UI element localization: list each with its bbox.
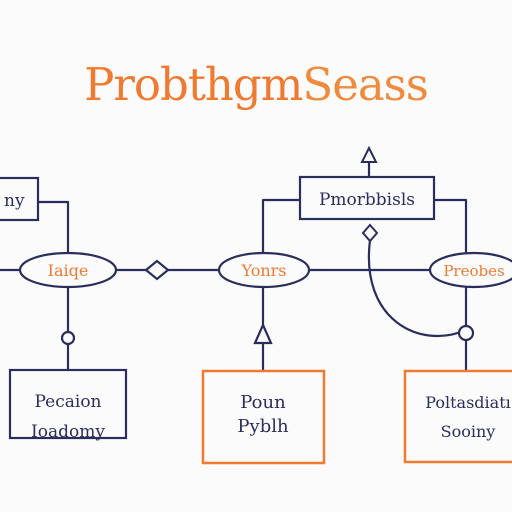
box-bottom-mid	[201, 369, 326, 465]
diagram-title: ProbthgmSeass	[0, 62, 512, 107]
box-bottom-mid-line2: Pyblh	[237, 416, 289, 437]
ellipse-mid-label: Yonrs	[241, 261, 287, 280]
title-part-1: Probthgm	[84, 58, 303, 111]
connector-leftbox-ellipse	[36, 200, 70, 257]
top-box-label: Pmorbbisls	[319, 190, 415, 210]
ellipse-left-label: Iaiqe	[48, 261, 89, 280]
arrow-up-top	[360, 145, 378, 163]
top-box	[298, 175, 436, 221]
ellipse-right	[428, 251, 512, 289]
curved-connector	[367, 238, 468, 338]
box-bottom-left-line2: Ioadomy	[31, 422, 105, 442]
ellipse-right-label: Preobes	[443, 262, 504, 280]
box-bottom-left	[8, 368, 128, 440]
connector-ellipse-mid-topbox	[261, 198, 302, 257]
circle-marker-left	[60, 330, 76, 346]
box-bottom-right-line1: Poltasdiatı	[425, 393, 511, 412]
box-bottom-right	[403, 369, 512, 464]
left-box-label: ny	[4, 191, 25, 211]
diamond-connector-main	[144, 259, 170, 281]
box-bottom-right-line2: Sooiny	[441, 422, 496, 441]
connector-topbox-ellipse-right	[432, 198, 468, 257]
ellipse-left	[18, 251, 118, 289]
title-part-2: Seass	[302, 58, 428, 111]
arrow-up-mid	[253, 322, 273, 345]
box-bottom-mid-line1: Poun	[240, 392, 286, 413]
left-box	[0, 176, 40, 222]
box-bottom-left-line1: Pecaion	[34, 392, 101, 412]
ellipse-mid	[217, 251, 311, 289]
diamond-connector-curve	[361, 223, 379, 243]
circle-marker-right	[457, 324, 475, 342]
